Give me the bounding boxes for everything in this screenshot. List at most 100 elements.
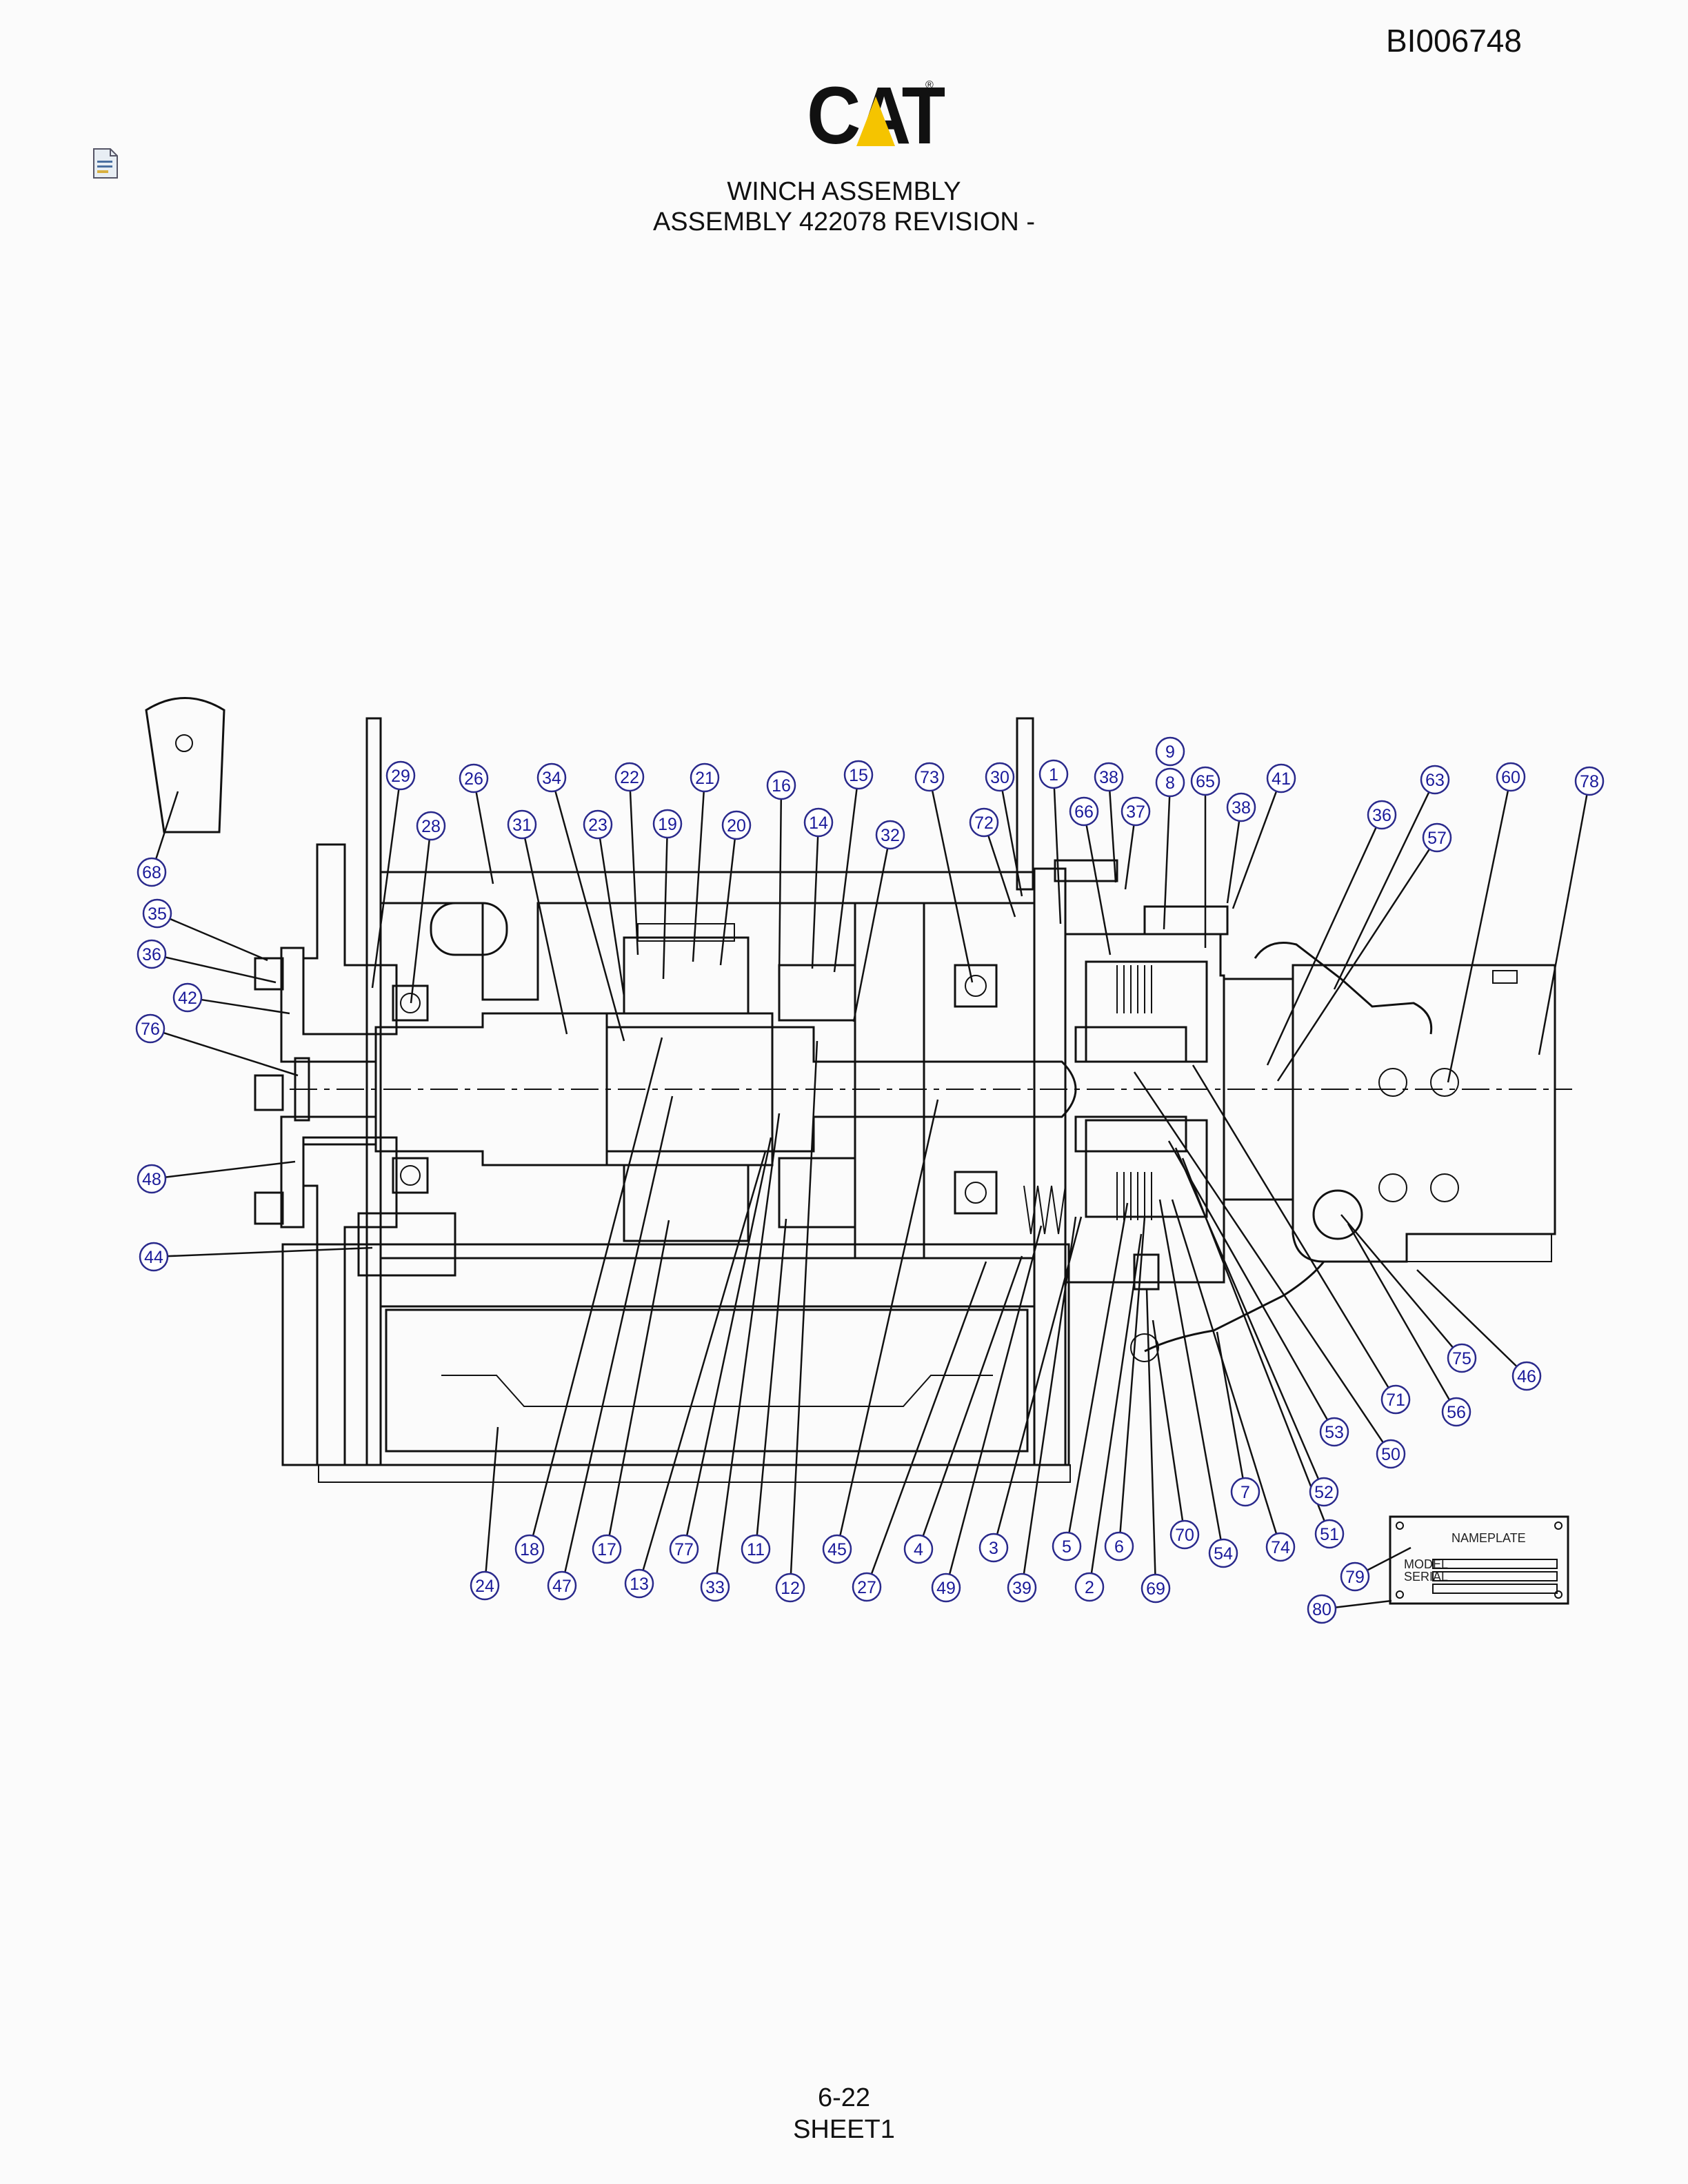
leader-line [1023,1216,1077,1575]
leader-line [1152,1320,1184,1521]
callout-label: 35 [148,904,167,924]
callout-label: 66 [1074,802,1094,822]
callout-balloon-73: 73 [914,762,945,792]
callout-balloon-79: 79 [1340,1561,1370,1592]
leader-line [1416,1269,1518,1367]
callout-label: 36 [1372,806,1391,825]
callout-balloon-26: 26 [459,763,489,793]
leader-line [1133,1071,1384,1444]
callout-balloon-77: 77 [669,1534,699,1564]
callout-label: 42 [178,989,197,1008]
callout-balloon-13: 13 [624,1568,654,1599]
callout-balloon-35: 35 [142,898,172,929]
callout-circle [931,1573,961,1603]
leader-line [1053,787,1062,924]
callout-circle [914,762,945,792]
callout-circle [135,1013,165,1044]
callout-label: 79 [1345,1568,1365,1587]
callout-circle [1367,800,1397,830]
leader-line [1085,825,1112,956]
leader-line [987,835,1016,918]
document-icon[interactable] [90,147,120,180]
callout-circle [775,1573,805,1603]
callout-label: 7 [1240,1483,1250,1502]
callout-circle [536,762,567,793]
sheet-label: SHEET1 [793,2115,895,2144]
callout-circle [1230,1477,1260,1507]
callout-label: 19 [658,815,677,834]
callout-balloon-60: 60 [1496,762,1526,792]
nameplate-heading: NAMEPLATE [1451,1531,1526,1545]
callout-label: 24 [475,1577,494,1596]
leader-line [163,1031,299,1077]
callout-circle [614,762,645,792]
leader-line [870,1261,987,1575]
callout-circle [1190,766,1220,796]
callout-circle [547,1570,577,1601]
callout-circle [1422,822,1452,853]
leader-line [1340,1214,1454,1348]
callout-circle [1094,762,1124,792]
leader-line [1167,1140,1329,1421]
leader-line [756,1218,787,1536]
callout-label: 14 [809,813,828,833]
callout-circle [875,820,905,850]
callout-circle [592,1534,622,1564]
callout-balloon-3: 3 [978,1533,1009,1563]
callout-circle [583,809,613,840]
second-stage-carrier [778,964,856,1022]
leader-line [642,1151,767,1571]
cat-logo-triangle [856,97,895,146]
callout-label: 74 [1271,1538,1290,1557]
callout-balloon-29: 29 [385,760,416,791]
callout-label: 23 [588,816,607,835]
callout-circle [985,762,1015,792]
callout-circle [1441,1397,1471,1427]
callout-balloon-32: 32 [875,820,905,850]
callout-label: 16 [772,776,791,796]
callout-balloon-46: 46 [1511,1361,1542,1391]
callout-balloon-28: 28 [416,811,446,841]
callout-balloon-75: 75 [1447,1343,1477,1373]
callout-balloon-31: 31 [507,809,537,840]
callout-balloon-14: 14 [803,807,834,838]
callout-label: 56 [1447,1403,1466,1422]
callout-balloon-41: 41 [1266,763,1296,793]
leader-line [1158,1199,1222,1540]
leader-line [165,1160,296,1178]
callout-label: 52 [1314,1483,1334,1502]
callout-balloon-38: 38 [1226,792,1256,822]
callout-label: 77 [674,1540,694,1559]
hydraulic-hose-lower [1144,1261,1325,1353]
leader-line [1367,1546,1411,1571]
callout-balloon-33: 33 [700,1572,730,1602]
leader-line [1145,1288,1156,1575]
callout-label: 28 [421,817,441,836]
base-inner [385,1308,1029,1453]
callout-label: 76 [141,1020,160,1039]
callout-label: 44 [144,1248,163,1267]
callout-balloon-1: 1 [1038,759,1069,789]
callout-label: 17 [597,1540,616,1559]
left-end-plate [302,843,398,1035]
callout-balloon-53: 53 [1319,1417,1349,1447]
leader-line [554,790,625,1042]
callout-label: 37 [1126,802,1145,822]
callout-circle [1266,763,1296,793]
callout-balloon-5: 5 [1052,1531,1082,1561]
callout-circle [1208,1538,1238,1568]
callout-circle [1074,1572,1105,1602]
callout-circle [1319,1417,1349,1447]
leader-line [564,1095,674,1573]
leader-line [1232,791,1278,909]
callout-circle [470,1570,500,1601]
leader-line [599,838,625,997]
callout-circle [142,898,172,929]
leader-line [169,918,268,962]
callout-circle [1340,1561,1370,1592]
callout-label: 5 [1062,1537,1072,1557]
leader-line [662,837,668,980]
callout-balloon-19: 19 [652,809,683,839]
callout-circle [139,1242,169,1272]
callout-balloon-36: 36 [137,939,167,969]
